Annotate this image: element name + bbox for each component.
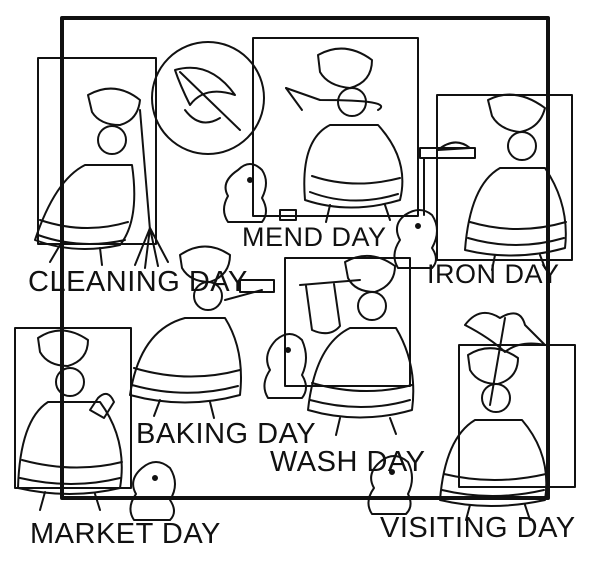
dog-mend (223, 163, 297, 223)
label-iron-day: IRON DAY (427, 259, 560, 289)
dog-iron (393, 209, 438, 269)
outer-frame (60, 16, 550, 500)
figure-iron (419, 93, 567, 271)
label-visiting-day: VISITING DAY (380, 512, 576, 544)
panel-cleaning (37, 57, 157, 245)
umbrella-emblem (151, 41, 265, 155)
figure-visiting (439, 311, 548, 521)
dog-market (129, 461, 176, 521)
panel-market (14, 327, 132, 489)
figure-cleaning (34, 87, 169, 269)
dog-wash (263, 333, 307, 399)
label-wash-day: WASH DAY (270, 446, 426, 478)
label-cleaning-day: CLEANING DAY (28, 266, 248, 298)
panel-wash (284, 257, 411, 387)
panel-mend (252, 37, 419, 217)
figure-baking (129, 245, 275, 419)
figure-market (17, 329, 123, 511)
label-market-day: MARKET DAY (30, 518, 221, 550)
label-baking-day: BAKING DAY (136, 418, 317, 450)
figure-mend (285, 47, 404, 223)
dog-visiting (367, 455, 413, 515)
figure-wash (299, 255, 415, 436)
label-mend-day: MEND DAY (242, 222, 387, 252)
